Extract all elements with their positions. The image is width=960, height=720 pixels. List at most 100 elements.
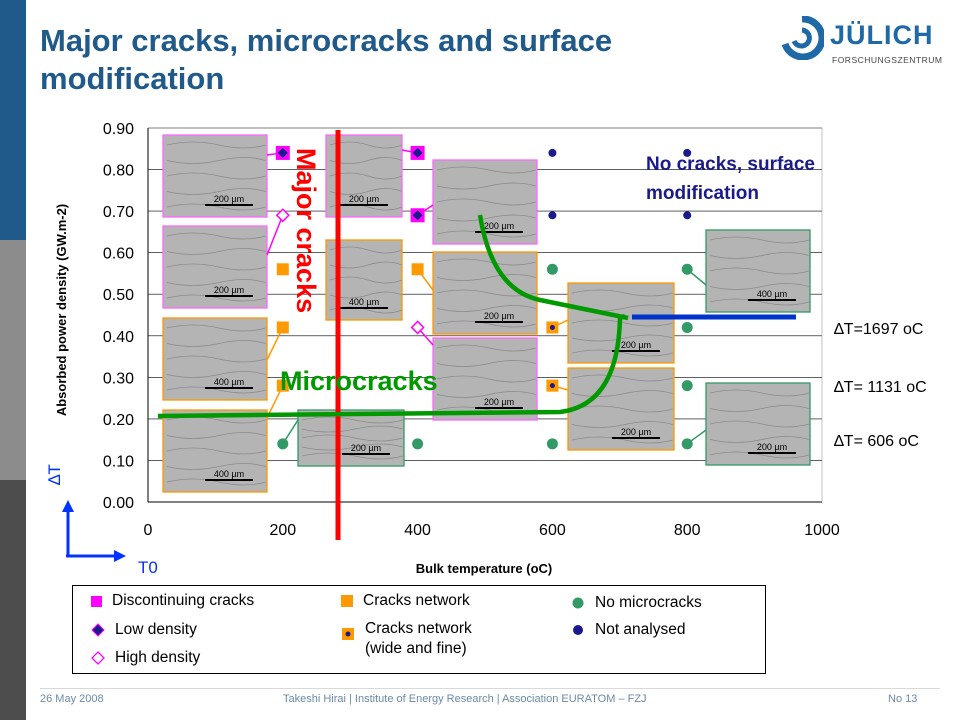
logo-subtitle: FORSCHUNGSZENTRUM <box>832 55 943 65</box>
micrograph-texture <box>329 291 403 299</box>
micrograph-texture <box>571 349 673 357</box>
micrograph-image <box>297 409 405 467</box>
orange-square-icon <box>341 595 353 607</box>
micrograph-texture <box>436 166 536 174</box>
navy-diamond-icon <box>91 623 105 637</box>
y-tick-label: 0.70 <box>103 204 134 221</box>
micrograph-texture <box>436 258 536 266</box>
cracks-network-wide-and-fine--point-dot <box>549 383 555 389</box>
scale-bar-label: 200 µm <box>621 340 651 350</box>
dt-label-606: ∆T= 606 oC <box>834 433 919 450</box>
scale-bar-label: 400 µm <box>349 297 379 307</box>
micrograph-texture <box>301 443 403 451</box>
micrograph-texture <box>301 425 403 433</box>
micrograph-texture <box>166 324 266 332</box>
no-microcracks-point <box>681 263 693 275</box>
dt-arrowhead-up <box>62 500 74 512</box>
micrograph-texture <box>166 294 266 302</box>
no-microcracks-point <box>681 380 693 392</box>
legend-cracks-network-wf: Cracks network (wide and fine) <box>341 619 472 659</box>
micrograph-texture <box>436 320 536 328</box>
legend-no-microcracks-text: No microcracks <box>595 594 702 611</box>
micrograph-texture <box>166 386 266 394</box>
micrograph-texture <box>329 246 403 254</box>
micrograph-texture <box>329 157 403 164</box>
micrograph-texture <box>709 283 809 290</box>
micrograph-image <box>432 337 538 421</box>
legend-high-density: High density <box>91 649 200 667</box>
page-title: Major cracks, microcracks and surface mo… <box>40 23 613 96</box>
scale-bar-label: 200 µm <box>757 442 787 452</box>
chart-axes: ∆TT0 <box>45 128 823 577</box>
micrograph-texture <box>709 252 809 259</box>
micrograph-texture <box>166 141 266 149</box>
micrograph-texture <box>166 340 266 347</box>
not-analysed-point <box>548 148 557 157</box>
micrograph-image <box>162 134 268 218</box>
x-tick-label: 800 <box>674 522 701 539</box>
micrograph-texture <box>166 263 266 271</box>
sidebar-bar-blue <box>0 0 26 240</box>
footer-divider <box>40 688 940 689</box>
t0-axis-label: T0 <box>138 558 158 577</box>
cracks-network-wide-and-fine--point-dot <box>549 324 555 330</box>
no-microcracks-point <box>546 438 558 450</box>
legend-cracks-network-wf-line2: (wide and fine) <box>365 640 467 657</box>
micrograph-texture <box>301 434 403 442</box>
cracks-network-point <box>276 321 289 334</box>
y-tick-label: 0.90 <box>103 121 134 138</box>
julich-logo-icon <box>781 16 824 60</box>
micrograph-texture <box>709 420 809 428</box>
scale-bar-label: 200 µm <box>214 285 244 295</box>
y-tick-label: 0.20 <box>103 412 134 429</box>
cracks-network-point <box>276 263 289 276</box>
scale-bar-label: 200 µm <box>349 194 379 204</box>
micrograph-texture <box>329 276 403 284</box>
micrograph-texture <box>436 391 536 398</box>
micrograph-texture <box>571 289 673 297</box>
legend-no-microcracks: No microcracks <box>571 594 702 612</box>
micrograph-texture <box>166 432 266 439</box>
micrograph-texture <box>709 436 809 443</box>
x-tick-label: 200 <box>269 522 296 539</box>
low-density-point <box>412 210 423 221</box>
high-density-point <box>275 208 290 223</box>
micrograph-texture <box>571 421 673 428</box>
tick-labels: 0.000.100.200.300.400.500.600.700.800.90… <box>54 121 840 576</box>
micrograph-texture <box>709 298 809 306</box>
legend-cracks-network-wf-line1: Cracks network <box>365 620 472 637</box>
dt-label-1131: ∆T= 1131 oC <box>834 379 927 396</box>
y-tick-label: 0.80 <box>103 163 134 180</box>
micrograph-texture <box>329 261 403 269</box>
micrograph-texture <box>709 405 809 412</box>
scale-bar-label: 400 µm <box>757 289 787 299</box>
not-analysed-point <box>548 211 557 220</box>
footer-date: 26 May 2008 <box>40 693 104 705</box>
micrograph-texture <box>436 274 536 281</box>
connector-line <box>266 214 284 256</box>
legend-high-density-text: High density <box>115 649 201 666</box>
micrograph-image <box>162 409 268 493</box>
legend-low-density-text: Low density <box>115 621 197 638</box>
micrograph-texture <box>166 172 266 180</box>
scale-bar-label: 200 µm <box>484 311 514 321</box>
y-tick-label: 0.30 <box>103 370 134 387</box>
micrograph-texture <box>329 188 403 195</box>
no-microcracks-point <box>681 438 693 450</box>
scale-bar-label: 400 µm <box>214 377 244 387</box>
microcracks-boundary <box>157 313 626 419</box>
dt-label-1697: ∆T=1697 oC <box>834 321 924 338</box>
micrograph-texture <box>166 447 266 455</box>
micrograph-texture <box>571 436 673 444</box>
no-microcracks-point <box>681 321 693 333</box>
micrograph-texture <box>166 355 266 363</box>
cracks-network-point <box>276 379 289 392</box>
scale-bar-label: 200 µm <box>484 397 514 407</box>
x-tick-label: 1000 <box>804 522 840 539</box>
micrograph-texture <box>571 374 673 382</box>
micrograph-texture <box>166 203 266 211</box>
y-tick-label: 0.50 <box>103 287 134 304</box>
legend-low-density: Low density <box>91 621 197 639</box>
high-density-point <box>410 320 425 335</box>
orange-square-dot-icon <box>341 627 355 641</box>
